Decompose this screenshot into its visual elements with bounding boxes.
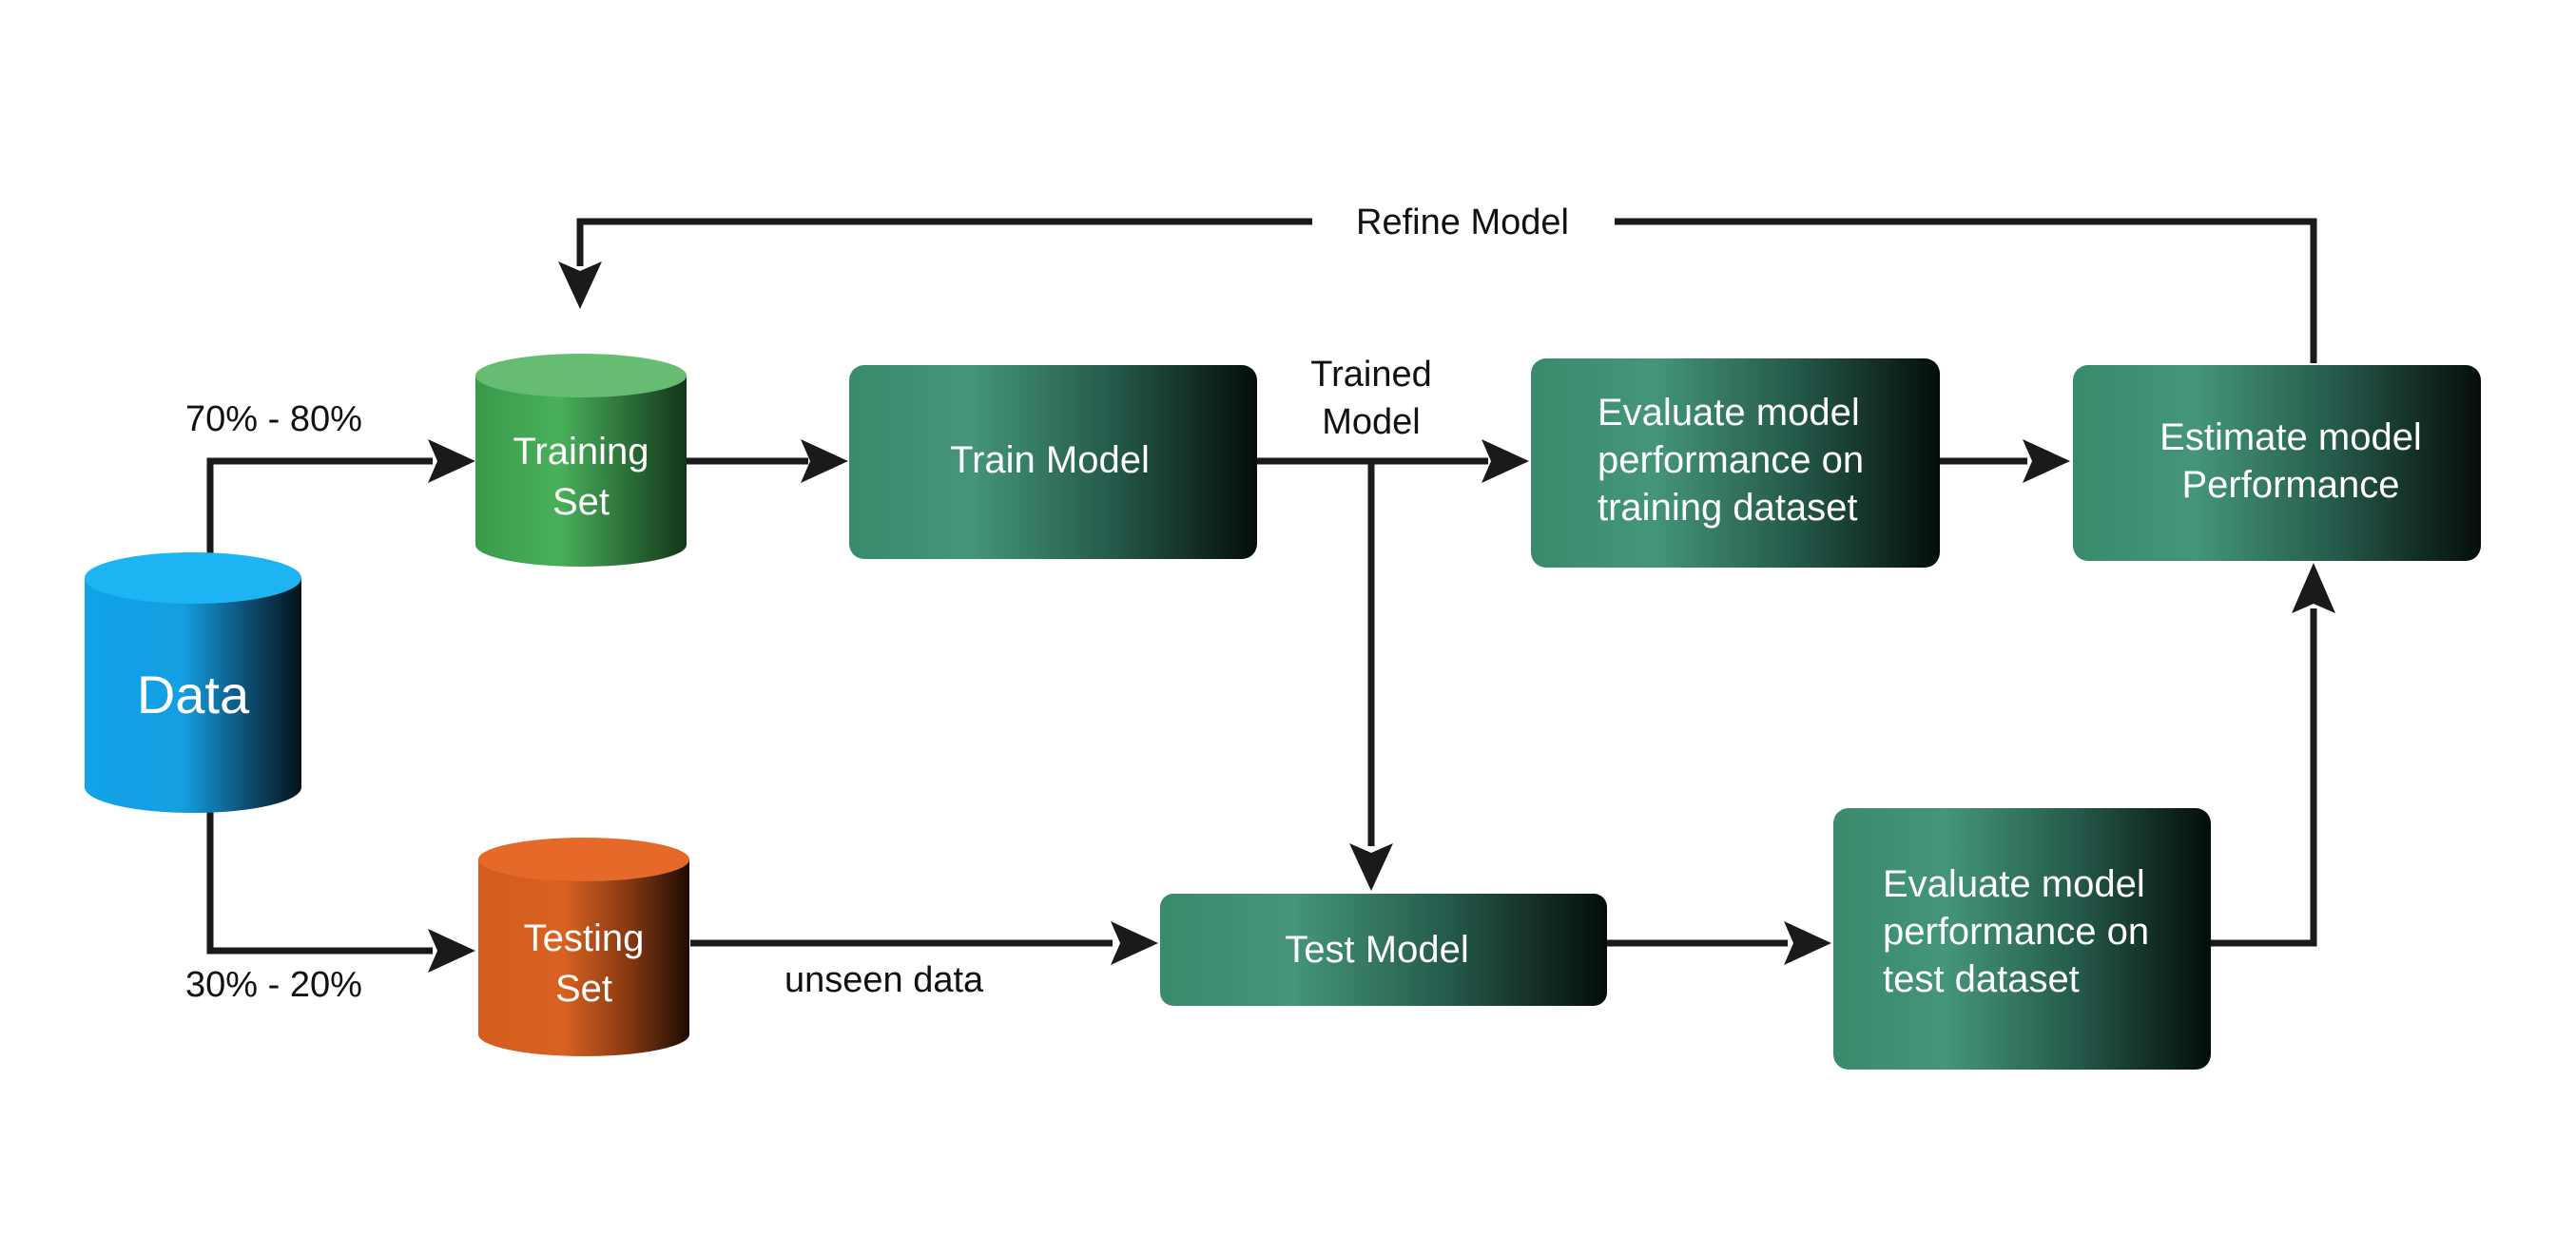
training-set-line-1: Training [513, 431, 649, 473]
trained-model-line-2: Model [1322, 402, 1421, 442]
test-split-label: 30% - 20% [185, 965, 362, 1005]
unseen-data-label: unseen data [784, 960, 984, 1000]
arrowhead-icon [1111, 921, 1158, 965]
test-model-box: Test Model [1160, 894, 1607, 1006]
data-cylinder: Data [85, 552, 301, 813]
testing-set-line-1: Testing [524, 917, 645, 959]
testing-set-line-2: Set [555, 968, 612, 1010]
eval-test-line-1: Evaluate model [1883, 863, 2145, 905]
eval-test-line-2: performance on [1883, 911, 2149, 953]
eval-test-line-3: test dataset [1883, 958, 2080, 1000]
eval-training-box: Evaluate model performance on training d… [1531, 358, 1940, 568]
testing-set-cylinder: Testing Set [478, 838, 689, 1056]
arrowhead-icon [1482, 439, 1529, 483]
edge-labels: 70% - 80% 30% - 20% Trained Model unseen… [185, 203, 1569, 1005]
train-split-label: 70% - 80% [185, 399, 362, 439]
training-set-line-2: Set [552, 481, 610, 523]
arrowhead-icon [558, 261, 602, 309]
refine-model-label: Refine Model [1356, 203, 1569, 242]
edge-eval-test-to-estimate [2211, 608, 2317, 947]
edge-data-to-training [206, 457, 433, 561]
eval-training-line-2: performance on [1598, 439, 1864, 481]
train-model-label: Train Model [950, 439, 1150, 481]
estimate-performance-box: Estimate model Performance [2073, 365, 2481, 561]
edge-refine-loop-left [576, 218, 1312, 266]
arrowhead-icon [801, 439, 848, 483]
arrowhead-icon [2023, 439, 2070, 483]
training-set-cylinder: Training Set [475, 354, 687, 567]
arrowhead-icon [2292, 563, 2335, 613]
arrowhead-icon [428, 929, 475, 973]
test-model-label: Test Model [1285, 929, 1468, 971]
edge-refine-loop-right [1615, 218, 2317, 363]
train-model-box: Train Model [849, 365, 1257, 559]
eval-test-box: Evaluate model performance on test datas… [1833, 808, 2211, 1070]
eval-training-line-1: Evaluate model [1598, 392, 1860, 434]
connectors [206, 218, 2335, 973]
estimate-line-1: Estimate model [2160, 416, 2422, 458]
eval-training-line-3: training dataset [1598, 487, 1858, 529]
trained-model-line-1: Trained [1310, 355, 1431, 395]
estimate-line-2: Performance [2182, 464, 2400, 506]
data-label: Data [137, 665, 250, 724]
edge-data-to-testing [206, 808, 433, 955]
arrowhead-icon [1784, 921, 1831, 965]
arrowhead-icon [428, 439, 475, 483]
arrowhead-icon [1349, 843, 1393, 891]
